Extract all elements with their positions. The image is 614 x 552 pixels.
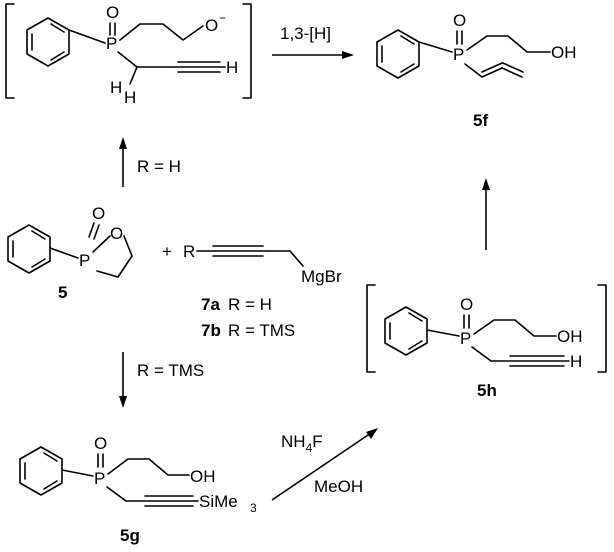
reagent-NH4F: NH4F — [281, 432, 323, 455]
arrow-up-RH: R = H — [119, 137, 181, 187]
bracket-left — [5, 3, 15, 99]
arrow-diagonal-NH4F: NH4F MeOH — [271, 428, 378, 501]
phenyl-ring — [384, 306, 428, 356]
label-5f: 5f — [473, 111, 488, 130]
bracket-right — [242, 3, 252, 99]
atom-H-terminal: H — [226, 58, 238, 77]
intermediate-alkoxide: P O O − H H H — [5, 3, 252, 107]
atom-O: O — [460, 295, 473, 314]
label-5: 5 — [58, 283, 67, 302]
arrow-down-RTMS: R = TMS — [119, 352, 204, 408]
reagent-MeOH: MeOH — [314, 477, 363, 496]
label-7b: 7b — [201, 321, 221, 340]
atom-P: P — [94, 469, 105, 488]
arrow-13H: 1,3-[H] — [272, 24, 354, 59]
phenyl-ring — [19, 446, 63, 496]
atom-O: O — [94, 434, 107, 453]
atom-OH: OH — [190, 467, 216, 486]
arrow-up-5h-5f — [482, 178, 490, 250]
phenyl-ring — [7, 224, 51, 274]
atom-O-minus: O — [205, 16, 218, 35]
label-5h: 5h — [477, 381, 497, 400]
reagent-NH4F-tail: F — [312, 432, 322, 451]
label-7a-def: R = H — [228, 295, 272, 314]
atom-O-ring: O — [110, 224, 123, 243]
atom-MgBr: MgBr — [301, 267, 342, 286]
atom-P: P — [106, 34, 117, 53]
charge-minus: − — [219, 11, 226, 25]
atom-SiMe3: SiMe — [199, 492, 238, 511]
atom-O: O — [453, 11, 466, 30]
compound-5h: P O OH H 5h — [366, 284, 607, 400]
atom-SiMe3-sub: 3 — [250, 501, 257, 515]
label-7a: 7a — [201, 295, 220, 314]
atom-OH: OH — [551, 43, 577, 62]
atom-H-left: H — [110, 78, 122, 97]
phenyl-ring — [376, 29, 420, 79]
atom-OH: OH — [557, 327, 583, 346]
atom-O: O — [106, 3, 119, 22]
reagent-7: + R MgBr 7a R = H 7b R = TMS — [162, 242, 342, 340]
substituent-R: R — [183, 242, 195, 261]
arrow-up-label: R = H — [137, 157, 181, 176]
arrow-down-label: R = TMS — [137, 361, 204, 380]
atom-P: P — [79, 251, 90, 270]
arrow-13H-label: 1,3-[H] — [280, 24, 331, 43]
atom-H-bottom: H — [124, 88, 136, 107]
compound-5f: P O OH 5f — [376, 11, 577, 130]
plus-sign: + — [162, 242, 172, 261]
phenyl-ring — [26, 17, 70, 67]
label-5g: 5g — [120, 526, 140, 545]
compound-5: P O O 5 — [7, 204, 133, 302]
bracket-left — [366, 284, 376, 373]
label-7b-def: R = TMS — [228, 321, 295, 340]
atom-H-terminal: H — [570, 352, 582, 371]
bracket-right — [597, 284, 607, 373]
reagent-NH4F-sub: 4 — [306, 441, 313, 455]
atom-P: P — [453, 45, 464, 64]
atom-O: O — [92, 204, 105, 223]
atom-P: P — [460, 329, 471, 348]
compound-5g: P O OH SiMe 3 5g — [19, 434, 257, 545]
reagent-NH4F-main: NH — [281, 432, 306, 451]
